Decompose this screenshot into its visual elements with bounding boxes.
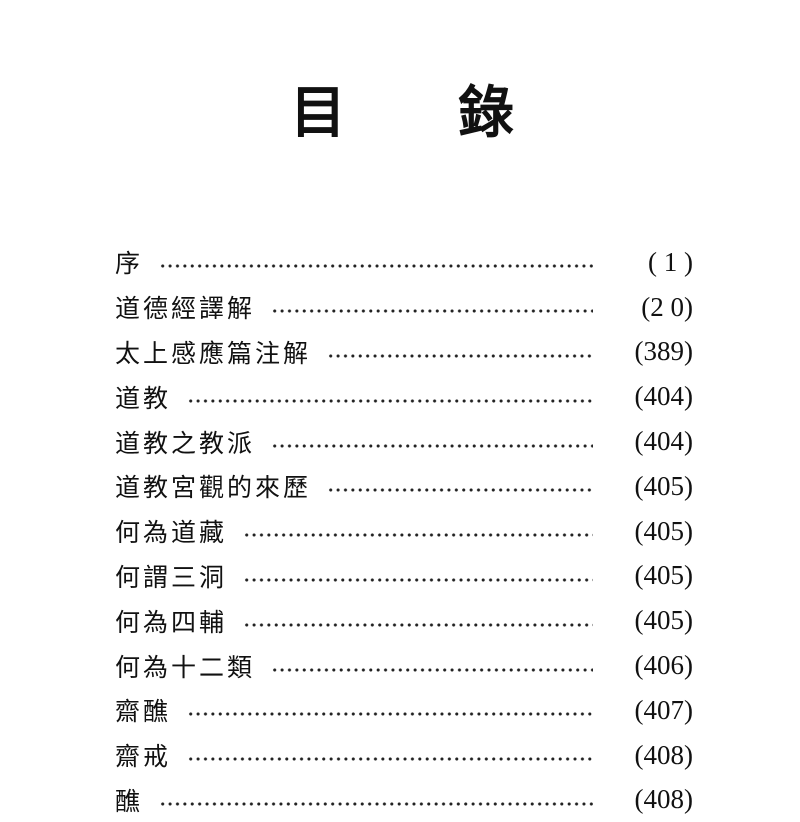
entry-page-number: (405) bbox=[634, 515, 693, 546]
title-char-1: 目 bbox=[290, 80, 346, 146]
entry-title: 何為四輔 bbox=[115, 607, 228, 637]
entry-page-number: (405) bbox=[634, 605, 693, 636]
entry-page-number: (408) bbox=[634, 739, 693, 770]
toc-entry: 齋戒 (408) bbox=[115, 733, 693, 778]
entry-page-number: (406) bbox=[634, 650, 693, 681]
toc-entry: 何為道藏 (405) bbox=[115, 509, 693, 554]
page-title: 目 錄 bbox=[0, 78, 800, 148]
toc-entry: 道教宮觀的來歷 (405) bbox=[115, 464, 693, 509]
entry-title: 太上感應篇注解 bbox=[115, 338, 312, 368]
dot-leader bbox=[271, 667, 593, 672]
toc-entry: 道教之教派 (404) bbox=[115, 419, 693, 464]
dot-leader bbox=[243, 622, 593, 627]
toc-entry: 何為十二類 (406) bbox=[115, 643, 693, 688]
entry-title: 道德經譯解 bbox=[115, 294, 256, 324]
title-char-2: 錄 bbox=[458, 80, 514, 146]
toc-entry: 道德經譯解 (2 0) bbox=[115, 285, 693, 330]
dot-leader bbox=[327, 488, 593, 493]
entry-title: 何謂三洞 bbox=[115, 562, 228, 592]
dot-leader bbox=[327, 353, 593, 358]
dot-leader bbox=[187, 757, 593, 762]
entry-page-number: (389) bbox=[634, 336, 693, 367]
toc-entry: 何謂三洞 (405) bbox=[115, 554, 693, 599]
dot-leader bbox=[271, 309, 593, 314]
toc-entry: 何為四輔 (405) bbox=[115, 598, 693, 643]
entry-page-number: (404) bbox=[634, 426, 693, 457]
dot-leader bbox=[187, 712, 593, 717]
dot-leader bbox=[159, 801, 593, 806]
toc-entry: 序 ( 1 ) bbox=[115, 240, 693, 285]
toc-entry: 太上感應篇注解 (389) bbox=[115, 330, 693, 375]
dot-leader bbox=[243, 533, 593, 538]
entry-page-number: (404) bbox=[634, 381, 693, 412]
entry-page-number: (405) bbox=[634, 560, 693, 591]
dot-leader bbox=[271, 443, 593, 448]
table-of-contents: 序( 1 )道德經譯解(2 0)太上感應篇注解(389)道教(404)道教之教派… bbox=[115, 240, 693, 822]
entry-title: 序 bbox=[115, 249, 144, 279]
toc-entry: 道教 (404) bbox=[115, 374, 693, 419]
dot-leader bbox=[159, 264, 593, 269]
toc-entry: 齋醮 (407) bbox=[115, 688, 693, 733]
entry-title: 道教 bbox=[115, 383, 172, 413]
dot-leader bbox=[187, 398, 593, 403]
entry-title: 道教宮觀的來歷 bbox=[115, 473, 312, 503]
entry-page-number: (405) bbox=[634, 470, 693, 501]
entry-title: 何為十二類 bbox=[115, 652, 256, 682]
entry-title: 何為道藏 bbox=[115, 518, 228, 548]
entry-title: 齋醮 bbox=[115, 697, 172, 727]
entry-page-number: (2 0) bbox=[641, 291, 693, 322]
entry-page-number: ( 1 ) bbox=[648, 246, 693, 277]
dot-leader bbox=[243, 577, 593, 582]
entry-page-number: (407) bbox=[634, 694, 693, 725]
entry-title: 齋戒 bbox=[115, 742, 172, 772]
entry-title: 道教之教派 bbox=[115, 428, 256, 458]
